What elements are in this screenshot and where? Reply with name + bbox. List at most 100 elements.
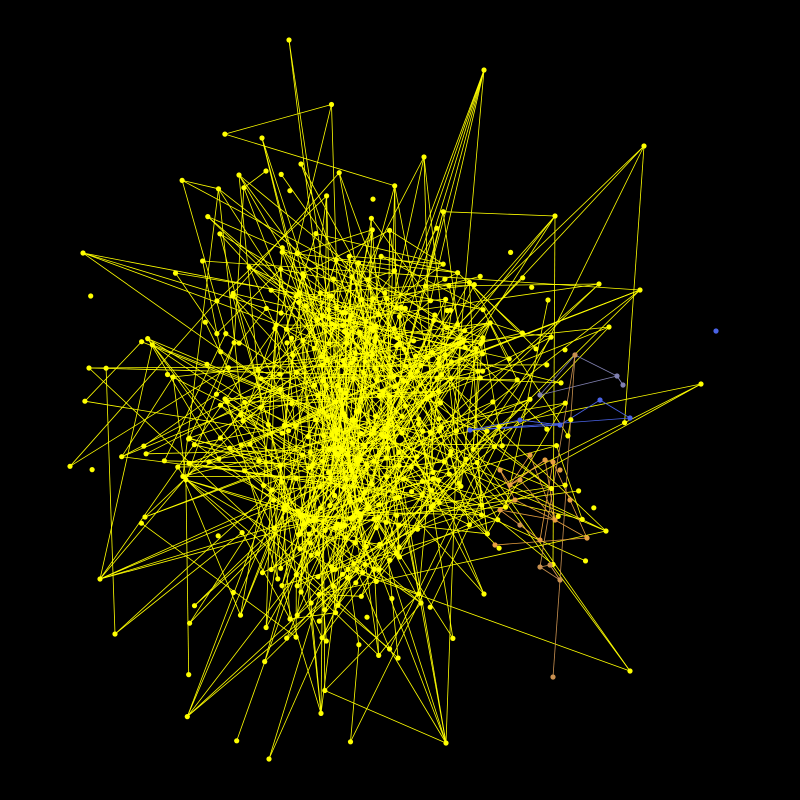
graph-node[interactable] bbox=[318, 710, 324, 717]
graph-node[interactable] bbox=[372, 366, 378, 372]
graph-node[interactable] bbox=[338, 524, 344, 530]
graph-node[interactable] bbox=[443, 296, 449, 302]
graph-node[interactable] bbox=[340, 358, 346, 364]
graph-node[interactable] bbox=[567, 497, 573, 503]
graph-node[interactable] bbox=[293, 475, 299, 481]
graph-node[interactable] bbox=[429, 487, 435, 493]
graph-node[interactable] bbox=[238, 411, 244, 417]
graph-node[interactable] bbox=[503, 504, 509, 510]
graph-node[interactable] bbox=[326, 307, 332, 313]
graph-node[interactable] bbox=[499, 443, 505, 449]
graph-node[interactable] bbox=[319, 635, 325, 641]
graph-node[interactable] bbox=[278, 266, 284, 272]
graph-node[interactable] bbox=[373, 323, 379, 329]
graph-node[interactable] bbox=[287, 188, 293, 194]
graph-node[interactable] bbox=[172, 270, 179, 276]
graph-node[interactable] bbox=[223, 331, 229, 337]
graph-node[interactable] bbox=[517, 477, 523, 483]
graph-node[interactable] bbox=[545, 297, 551, 303]
graph-node[interactable] bbox=[103, 365, 109, 371]
graph-node[interactable] bbox=[316, 618, 322, 624]
graph-node[interactable] bbox=[346, 253, 352, 259]
graph-node[interactable] bbox=[414, 526, 421, 532]
graph-node[interactable] bbox=[358, 514, 364, 521]
graph-node[interactable] bbox=[263, 305, 269, 311]
graph-node[interactable] bbox=[279, 430, 285, 436]
graph-node[interactable] bbox=[360, 369, 367, 375]
graph-node[interactable] bbox=[284, 635, 290, 641]
graph-node[interactable] bbox=[259, 570, 266, 576]
graph-node[interactable] bbox=[579, 516, 585, 523]
graph-node[interactable] bbox=[591, 505, 597, 511]
graph-node[interactable] bbox=[327, 475, 333, 481]
graph-node[interactable] bbox=[242, 399, 248, 405]
graph-node[interactable] bbox=[352, 474, 358, 480]
graph-node[interactable] bbox=[260, 482, 267, 488]
graph-node[interactable] bbox=[352, 350, 358, 356]
graph-node[interactable] bbox=[355, 456, 361, 462]
graph-node[interactable] bbox=[279, 583, 285, 589]
graph-node[interactable] bbox=[336, 170, 342, 176]
graph-node[interactable] bbox=[293, 423, 299, 429]
graph-node[interactable] bbox=[149, 342, 155, 348]
graph-node[interactable] bbox=[373, 578, 379, 585]
graph-node[interactable] bbox=[713, 328, 719, 334]
graph-node[interactable] bbox=[506, 356, 512, 362]
graph-node[interactable] bbox=[268, 287, 274, 293]
graph-node[interactable] bbox=[436, 355, 442, 362]
graph-node[interactable] bbox=[582, 558, 589, 564]
graph-node[interactable] bbox=[440, 209, 446, 215]
graph-node[interactable] bbox=[698, 381, 704, 387]
graph-node[interactable] bbox=[383, 455, 389, 461]
graph-node[interactable] bbox=[418, 362, 424, 368]
graph-node[interactable] bbox=[366, 504, 372, 510]
graph-node[interactable] bbox=[429, 350, 435, 356]
graph-node[interactable] bbox=[427, 298, 434, 304]
graph-node[interactable] bbox=[358, 593, 364, 599]
graph-node[interactable] bbox=[279, 249, 285, 255]
graph-node[interactable] bbox=[301, 273, 307, 279]
graph-node[interactable] bbox=[296, 532, 302, 538]
graph-node[interactable] bbox=[458, 483, 464, 489]
graph-node[interactable] bbox=[191, 442, 197, 448]
graph-node[interactable] bbox=[295, 508, 301, 514]
graph-node[interactable] bbox=[450, 635, 456, 642]
graph-node[interactable] bbox=[533, 346, 539, 352]
graph-node[interactable] bbox=[442, 276, 448, 282]
graph-node[interactable] bbox=[299, 452, 305, 458]
graph-node[interactable] bbox=[435, 388, 442, 394]
graph-node[interactable] bbox=[259, 135, 265, 141]
graph-node[interactable] bbox=[439, 372, 445, 378]
graph-node[interactable] bbox=[239, 530, 245, 536]
graph-node[interactable] bbox=[225, 365, 231, 371]
graph-node[interactable] bbox=[374, 377, 380, 383]
graph-node[interactable] bbox=[310, 462, 316, 468]
graph-node[interactable] bbox=[271, 525, 277, 531]
graph-node[interactable] bbox=[307, 449, 313, 455]
graph-node[interactable] bbox=[370, 296, 376, 302]
graph-node[interactable] bbox=[603, 528, 609, 534]
graph-node[interactable] bbox=[447, 307, 454, 313]
graph-node[interactable] bbox=[322, 527, 328, 534]
graph-node[interactable] bbox=[484, 428, 490, 434]
graph-node[interactable] bbox=[184, 714, 190, 720]
graph-node[interactable] bbox=[557, 577, 563, 583]
graph-node[interactable] bbox=[423, 396, 430, 402]
graph-node[interactable] bbox=[474, 459, 480, 466]
graph-node[interactable] bbox=[281, 422, 287, 428]
graph-node[interactable] bbox=[568, 417, 574, 423]
graph-node[interactable] bbox=[300, 513, 306, 519]
graph-node[interactable] bbox=[324, 357, 330, 363]
graph-node[interactable] bbox=[294, 369, 300, 375]
graph-node[interactable] bbox=[596, 281, 602, 287]
graph-node[interactable] bbox=[222, 131, 228, 137]
graph-node[interactable] bbox=[434, 375, 440, 381]
graph-node[interactable] bbox=[466, 522, 472, 528]
graph-node[interactable] bbox=[558, 380, 564, 386]
graph-node[interactable] bbox=[164, 371, 171, 378]
graph-node[interactable] bbox=[372, 338, 378, 344]
graph-node[interactable] bbox=[214, 298, 220, 304]
graph-node[interactable] bbox=[326, 341, 332, 347]
graph-node[interactable] bbox=[145, 336, 151, 342]
graph-node[interactable] bbox=[300, 338, 306, 344]
